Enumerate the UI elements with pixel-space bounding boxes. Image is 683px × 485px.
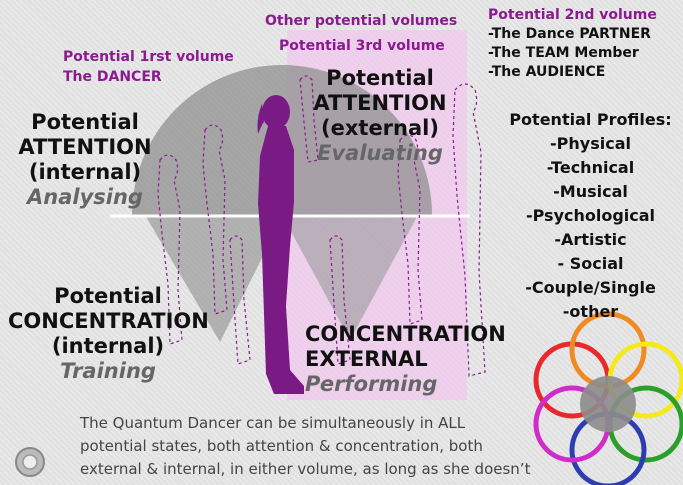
quadrant-line: EXTERNAL: [305, 347, 428, 371]
quadrant-line: Potential: [31, 110, 139, 134]
second-volume-item: -The AUDIENCE: [488, 64, 606, 80]
attention-external-block: Potential ATTENTION (external) Evaluatin…: [305, 66, 455, 166]
external-lower-wedge: [282, 215, 418, 340]
third-volume-label: Potential 3rd volume: [279, 38, 445, 54]
profile-item: -Artistic: [554, 230, 627, 249]
quadrant-line: CONCENTRATION: [305, 322, 506, 346]
quadrant-line: (internal): [51, 334, 165, 358]
paragraph-line: external & internal, in either volume, a…: [80, 460, 531, 478]
concentration-internal-block: Potential CONCENTRATION (internal) Train…: [8, 284, 209, 384]
quadrant-mode: Analysing: [27, 185, 143, 209]
first-volume-label: Potential 1rst volume: [63, 49, 234, 65]
concentration-external-block: CONCENTRATION EXTERNAL Performing: [305, 322, 510, 397]
attention-internal-block: Potential ATTENTION (internal) Analysing: [10, 110, 160, 210]
internal-lower-wedge: [145, 215, 282, 342]
quadrant-line: ATTENTION: [313, 91, 447, 115]
profile-item: -Psychological: [525, 206, 656, 225]
quadrant-line: CONCENTRATION: [8, 309, 209, 333]
profile-item: -Physical: [550, 134, 631, 153]
profile-item: -Musical: [553, 182, 628, 201]
second-volume-item: -The Dance PARTNER: [488, 26, 651, 42]
quadrant-line: Potential: [326, 66, 434, 90]
quadrant-line: Potential: [54, 284, 162, 308]
second-volume-block: Potential 2nd volume -The Dance PARTNER …: [488, 6, 657, 82]
rings-center: [580, 376, 636, 432]
profile-item: - Social: [557, 254, 624, 273]
second-volume-title: Potential 2nd volume: [488, 7, 657, 23]
bottom-paragraph: The Quantum Dancer can be simultaneously…: [80, 412, 540, 481]
profiles-block: Potential Profiles: -Physical -Technical…: [493, 108, 683, 324]
second-volume-item: -The TEAM Member: [488, 45, 639, 61]
quadrant-line: ATTENTION: [18, 135, 152, 159]
paragraph-line: potential states, both attention & conce…: [80, 437, 483, 455]
dancer-silhouette: [257, 95, 304, 394]
profiles-title: Potential Profiles:: [509, 110, 672, 129]
profile-item: -other: [562, 302, 619, 321]
quadrant-mode: Training: [60, 359, 156, 383]
dancer-label: The DANCER: [63, 69, 162, 85]
profile-item: -Technical: [546, 158, 635, 177]
quadrant-mode: Performing: [305, 372, 438, 396]
profile-item: -Couple/Single: [525, 278, 656, 297]
dashed-figures: [157, 75, 486, 377]
quadrant-line: (internal): [28, 160, 142, 184]
quadrant-mode: Evaluating: [317, 141, 443, 165]
paragraph-line: The Quantum Dancer can be simultaneously…: [80, 414, 466, 432]
quadrant-line: (external): [321, 116, 439, 140]
other-volumes-label: Other potential volumes: [265, 13, 458, 29]
